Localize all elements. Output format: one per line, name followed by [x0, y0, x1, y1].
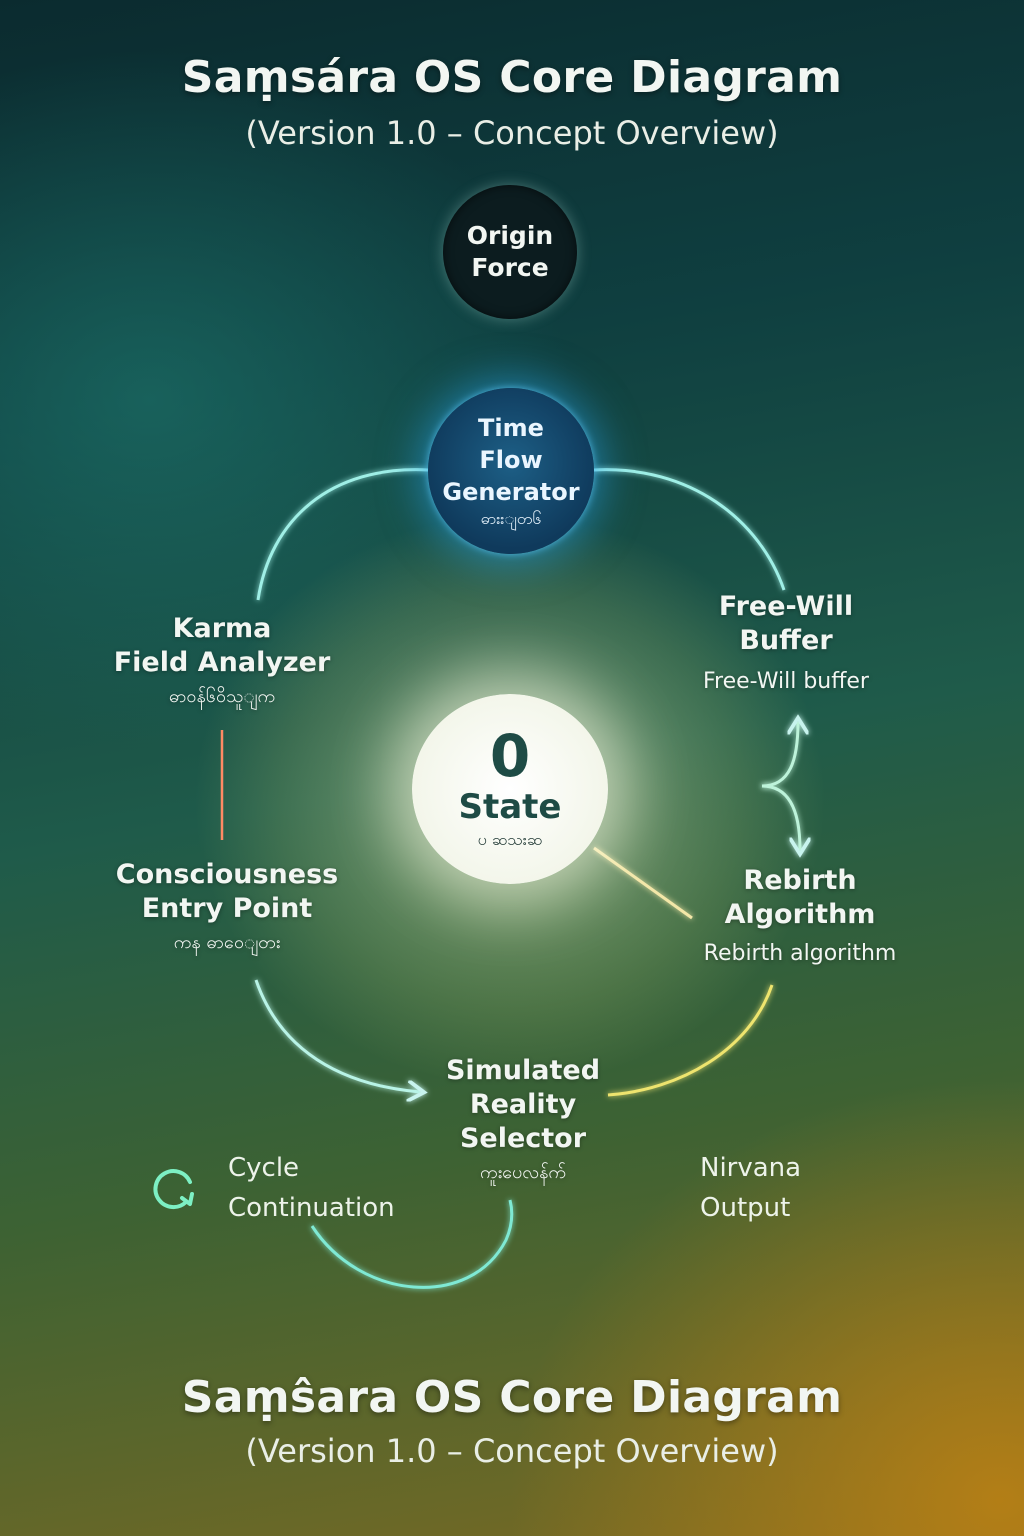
timeflow-label-line1: Time	[478, 414, 544, 442]
freewill-label-line2: Buffer	[739, 625, 833, 656]
rebirth-label-line2: Algorithm	[724, 899, 876, 930]
zero-state-label: State	[458, 787, 562, 827]
freewill-sublabel: Free-Will buffer	[703, 669, 869, 694]
karma-native-label: ဓာ၀န်၆၀ိသူျက	[168, 686, 276, 707]
consciousness-native-label: ကန ဓာ၀ေျတး	[173, 932, 281, 953]
freewill-label-line1: Free-Will	[718, 591, 854, 622]
cycle-continuation-node[interactable]: Cycle Continuation	[228, 1148, 395, 1228]
origin-force-node[interactable]: Origin Force	[443, 185, 577, 319]
free-will-buffer-node[interactable]: Free-Will Buffer Free-Will buffer	[680, 590, 892, 700]
zero-state-native-label: ပ ဆသးဆ	[477, 830, 543, 849]
karma-label-line1: Karma	[172, 613, 272, 644]
timeflow-label-line2: Flow	[479, 446, 543, 474]
page-title: Saṃsára OS Core Diagram	[181, 52, 843, 103]
origin-label-line2: Force	[471, 253, 549, 282]
simulated-native-label: ကူးပေလန်က်	[479, 1162, 567, 1183]
rebirth-sublabel: Rebirth algorithm	[703, 941, 897, 966]
simulated-label-line2: Reality	[469, 1089, 577, 1120]
cycle-loop-arc	[310, 1199, 514, 1289]
timeflow-label-line3: Generator	[442, 478, 580, 506]
simulated-label-line3: Selector	[459, 1123, 587, 1154]
zero-state-number: 0	[489, 722, 531, 790]
simulated-label-line1: Simulated	[445, 1055, 601, 1086]
nirvana-output-node[interactable]: Nirvana Output	[700, 1148, 801, 1228]
footer-title: Saṃŝara OS Core Diagram	[181, 1372, 843, 1423]
nirvana-label-line2: Output	[700, 1193, 791, 1223]
cycle-label-line2: Continuation	[228, 1193, 395, 1223]
rebirth-label-line1: Rebirth	[743, 865, 857, 896]
karma-field-analyzer-node[interactable]: Karma Field Analyzer ဓာ၀န်၆၀ိသူျက	[100, 612, 344, 714]
consciousness-label-line1: Consciousness	[115, 859, 339, 890]
simulated-reality-selector-node[interactable]: Simulated Reality Selector ကူးပေလန်က်	[418, 1054, 628, 1190]
ring-arc-left-lower	[254, 979, 420, 1092]
ring-arc-right-upper	[593, 468, 786, 591]
timeflow-native-label: ဓားးျတ၆	[480, 509, 542, 528]
ring-arc-right-lower	[607, 984, 774, 1097]
ring-arc-left-upper	[256, 468, 429, 601]
spoke-zero-to-rebirth	[593, 846, 693, 920]
karma-label-line2: Field Analyzer	[113, 647, 331, 678]
consciousness-label-line2: Entry Point	[141, 893, 313, 924]
page-subtitle: (Version 1.0 – Concept Overview)	[245, 114, 779, 152]
cycle-arrow-icon	[153, 1169, 194, 1210]
consciousness-entry-point-node[interactable]: Consciousness Entry Point ကန ဓာ၀ေျတး	[96, 858, 358, 960]
nirvana-label-line1: Nirvana	[700, 1153, 802, 1183]
time-flow-generator-node[interactable]: Time Flow Generator ဓားးျတ၆	[428, 388, 594, 554]
rebirth-algorithm-node[interactable]: Rebirth Algorithm Rebirth algorithm	[688, 864, 912, 972]
zero-state-node[interactable]: 0 State ပ ဆသးဆ	[412, 694, 608, 884]
origin-label-line1: Origin	[466, 221, 554, 250]
footer-subtitle: (Version 1.0 – Concept Overview)	[245, 1432, 779, 1470]
cycle-label-line1: Cycle	[228, 1153, 300, 1183]
